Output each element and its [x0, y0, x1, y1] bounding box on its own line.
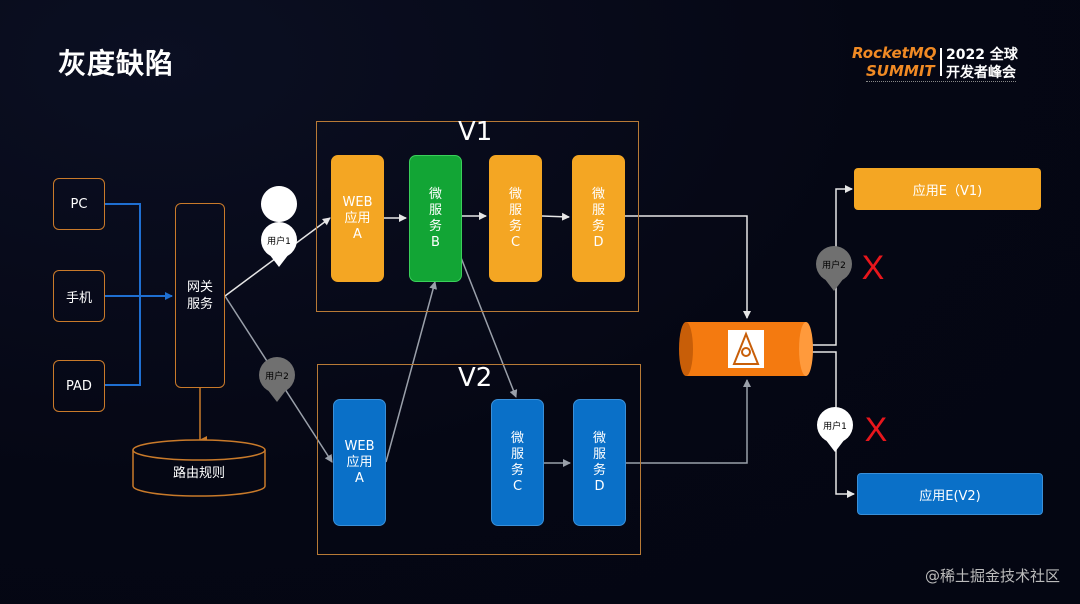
v2-microservice-d-label: 微 服 务 D — [592, 430, 606, 494]
v1-microservice-d: 微 服 务 D — [572, 155, 625, 282]
v1-d-to-queue-connector — [625, 215, 751, 319]
logo-subtitle-strip — [866, 81, 1016, 85]
user1-pin-top-label: 用户1 — [267, 235, 291, 247]
device-pc: PC — [53, 178, 105, 230]
v1-b-to-v2-c-connector — [457, 249, 518, 398]
v1-microservice-d-label: 微 服 务 D — [591, 186, 605, 250]
watermark: @稀土掘金技术社区 — [924, 567, 1060, 585]
v1-microservice-c-label: 微 服 务 C — [508, 186, 522, 250]
device-pad-label: PAD — [66, 378, 92, 394]
v2-d-to-queue-connector — [626, 379, 751, 464]
device-mobile: 手机 — [53, 270, 105, 322]
v1-microservice-c: 微 服 务 C — [489, 155, 542, 282]
device-connectors — [105, 203, 173, 386]
cross-mark-bottom: X — [865, 411, 888, 449]
device-pad: PAD — [53, 360, 105, 412]
user1-pin-right-label: 用户1 — [823, 420, 847, 432]
v1-group — [316, 121, 639, 312]
v2-microservice-c: 微 服 务 C — [491, 399, 544, 526]
v1-c-to-d-connector — [541, 212, 570, 221]
cross-mark-top: X — [862, 249, 885, 287]
v2-a-to-v1-b-connector — [385, 281, 438, 463]
user2-pin-right: 用户2 — [816, 246, 852, 291]
v2-microservice-d: 微 服 务 D — [573, 399, 626, 526]
v1-microservice-b: 微 服 务 B — [409, 155, 462, 282]
v1-web-app-a-label: WEB 应用 A — [342, 194, 373, 242]
v1-microservice-b-label: 微 服 务 B — [428, 186, 442, 250]
user1-pin-top: 用户1 — [261, 186, 298, 267]
user2-pin-left-label: 用户2 — [265, 370, 289, 382]
v2-label: V2 — [458, 363, 493, 393]
app-e-v2: 应用E(V2) — [857, 473, 1043, 515]
logo-brand-line2: SUMMIT — [866, 62, 935, 80]
user2-pin-left: 用户2 — [259, 357, 295, 402]
v2-web-app-a: WEB 应用 A — [333, 399, 386, 526]
app-e-v2-label: 应用E(V2) — [919, 488, 981, 504]
routing-rules-cylinder — [132, 439, 266, 497]
user1-pin-right: 用户1 — [817, 407, 853, 452]
device-mobile-label: 手机 — [65, 290, 92, 306]
routing-rules-label: 路由规则 — [172, 466, 225, 481]
logo-divider — [940, 48, 942, 76]
device-pc-label: PC — [70, 196, 88, 212]
v1-label: V1 — [458, 117, 493, 147]
app-e-v1-label: 应用E（V1) — [912, 183, 983, 199]
v2-microservice-c-label: 微 服 务 C — [510, 430, 524, 494]
v2-web-app-a-label: WEB 应用 A — [344, 438, 375, 486]
v1-web-app-a: WEB 应用 A — [331, 155, 384, 282]
app-e-v1: 应用E（V1) — [854, 168, 1041, 210]
gateway-service: 网关服务 — [175, 203, 225, 388]
logo-event-line1: 2022 全球 — [946, 47, 1018, 63]
v2-group — [317, 364, 641, 555]
page-title: 灰度缺陷 — [58, 47, 175, 80]
logo-brand-line1: RocketMQ — [852, 44, 937, 62]
user2-pin-right-label: 用户2 — [822, 259, 846, 271]
summit-logo: RocketMQ SUMMIT 2022 全球 开发者峰会 — [852, 44, 1042, 90]
gateway-label: 网关服务 — [186, 279, 213, 312]
message-queue-tube — [679, 322, 813, 376]
logo-event-line2: 开发者峰会 — [946, 65, 1016, 81]
